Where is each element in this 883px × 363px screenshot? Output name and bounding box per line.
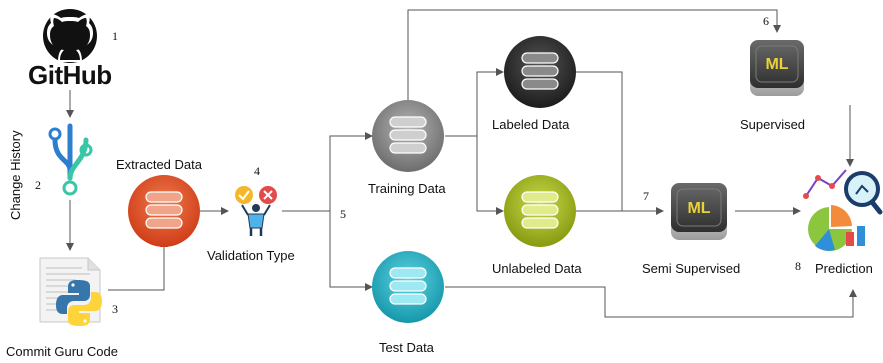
svg-text:ML: ML xyxy=(765,56,788,73)
arrow-split-to-test xyxy=(329,211,373,291)
step-6: 6 xyxy=(763,14,769,28)
semi-supervised-ml-chip-icon: ML xyxy=(671,183,727,240)
validation-type-label: Validation Type xyxy=(207,248,295,263)
change-history-label: Change History xyxy=(8,130,23,220)
step-7: 7 xyxy=(643,189,649,203)
unlabeled-data-db-icon xyxy=(504,175,576,247)
step-3: 3 xyxy=(112,302,118,316)
extracted-data-db-icon xyxy=(128,175,200,247)
extracted-data-label: Extracted Data xyxy=(116,157,202,172)
arrow-commit-to-extracted xyxy=(108,239,168,291)
connectors xyxy=(66,9,857,318)
semi-supervised-label: Semi Supervised xyxy=(642,261,741,276)
unlabeled-data-label: Unlabeled Data xyxy=(492,261,582,276)
step-8: 8 xyxy=(795,259,801,273)
svg-text:ML: ML xyxy=(687,200,710,217)
step-4: 4 xyxy=(254,164,260,178)
step-2: 2 xyxy=(35,178,41,192)
test-data-label: Test Data xyxy=(379,340,434,355)
labeled-data-label: Labeled Data xyxy=(492,117,570,132)
github-wordmark: GitHub xyxy=(28,60,112,90)
training-data-db-icon xyxy=(372,100,444,172)
git-branch-icon xyxy=(48,123,93,196)
labeled-data-db-icon xyxy=(504,36,576,108)
prediction-label: Prediction xyxy=(815,261,873,276)
supervised-ml-chip-icon: ML xyxy=(750,40,804,96)
test-data-db-icon xyxy=(372,251,444,323)
supervised-label: Supervised xyxy=(740,117,806,132)
step-1: 1 xyxy=(112,29,118,43)
training-data-label: Training Data xyxy=(368,181,446,196)
arrow-training-to-supervised xyxy=(407,9,781,100)
person-check-cross-icon xyxy=(235,186,277,236)
step-5: 5 xyxy=(340,207,346,221)
commit-guru-label: Commit Guru Code xyxy=(6,344,118,359)
chart-magnifier-icon xyxy=(803,169,883,251)
python-file-icon xyxy=(39,257,102,326)
arrow-labeled-to-semi xyxy=(576,71,664,215)
arrow-split-to-training xyxy=(329,132,373,211)
arrow-test-to-prediction xyxy=(445,286,857,318)
github-octocat-icon xyxy=(43,9,97,63)
arrow-training-to-unlabeled xyxy=(445,135,504,215)
